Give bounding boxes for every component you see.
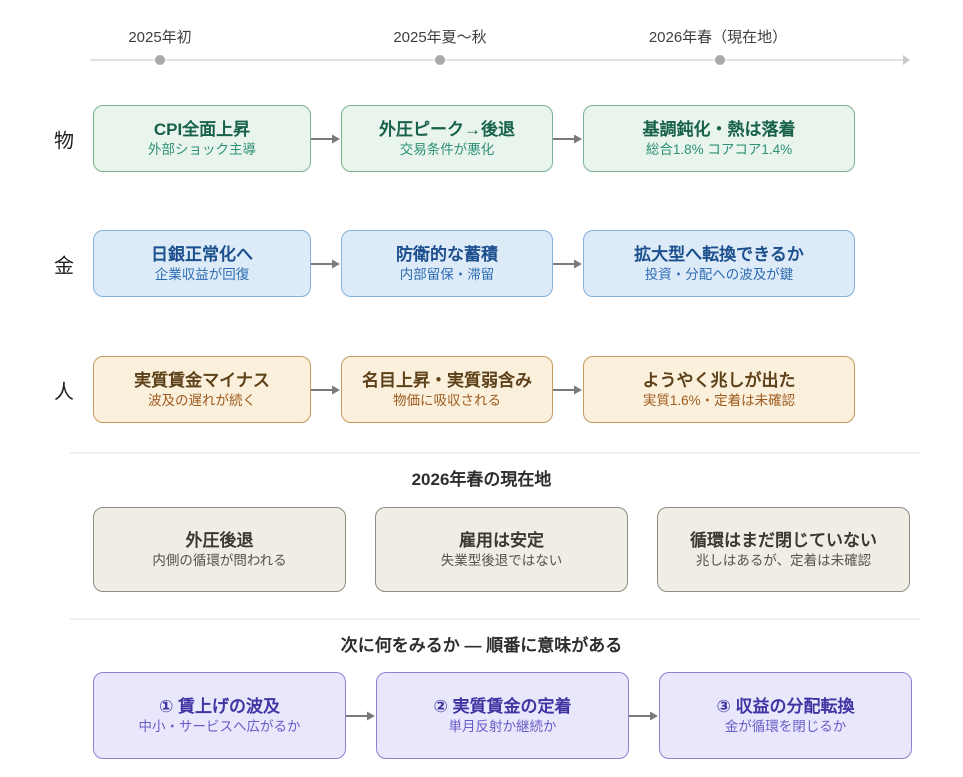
row-label-money: 金 (54, 255, 74, 277)
timeline-dot (435, 55, 445, 65)
flow-box-subtitle: 内部留保・滞留 (399, 267, 495, 283)
flow-box-money-1: 日銀正常化へ 企業収益が回復 (93, 230, 311, 297)
flow-box-prices-1: CPI全面上昇 外部ショック主導 (93, 105, 311, 172)
timeline-dot (155, 55, 165, 65)
arrow-right-icon (553, 384, 583, 396)
current-state-heading: 2026年春の現在地 (411, 470, 552, 489)
timeline-axis (90, 59, 903, 61)
card-subtitle: 失業型後退ではない (440, 553, 563, 569)
section-divider (70, 452, 920, 454)
card-subtitle: 兆しはあるが、定着は未確認 (695, 553, 872, 569)
next-watch-cards: ① 賃上げの波及 中小・サービスへ広がるか ② 実質賃金の定着 単月反射か継続か… (93, 672, 963, 759)
card-subtitle: 金が循環を閉じるか (724, 719, 847, 735)
flow-box-subtitle: 投資・分配への波及が鍵 (644, 267, 794, 283)
arrow-right-icon (311, 384, 341, 396)
flow-box-title: ようやく兆しが出た (642, 370, 796, 390)
card-subtitle: 中小・サービスへ広がるか (138, 719, 301, 735)
flow-box-money-2: 防衛的な蓄積 内部留保・滞留 (341, 230, 553, 297)
arrow-right-icon (553, 258, 583, 270)
flow-box-people-3: ようやく兆しが出た 実質1.6%・定着は未確認 (583, 356, 855, 423)
card-title: 外圧後退 (185, 530, 254, 550)
flow-box-title: 日銀正常化へ (151, 244, 253, 264)
timeline-label-2026-spring: 2026年春（現在地） (648, 29, 788, 46)
arrow-right-icon (311, 258, 341, 270)
flow-box-subtitle: 総合1.8% コアコア1.4% (645, 142, 793, 158)
flow-row-money: 金 日銀正常化へ 企業収益が回復 防衛的な蓄積 内部留保・滞留 拡大型へ転換でき… (54, 230, 963, 297)
card-title: 雇用は安定 (459, 530, 544, 550)
next-watch-card-3: ③ 収益の分配転換 金が循環を閉じるか (659, 672, 912, 759)
flow-box-title: CPI全面上昇 (153, 119, 251, 139)
timeline-label-2025-summer-fall: 2025年夏～秋 (393, 29, 487, 46)
arrow-right-icon (311, 133, 341, 145)
flow-box-people-2: 名目上昇・実質弱含み 物価に吸収される (341, 356, 553, 423)
flow-box-title: 外圧ピーク→後退 (379, 119, 515, 139)
flow-box-prices-3: 基調鈍化・熱は落着 総合1.8% コアコア1.4% (583, 105, 855, 172)
flow-box-title: 拡大型へ転換できるか (634, 244, 804, 264)
flow-box-money-3: 拡大型へ転換できるか 投資・分配への波及が鍵 (583, 230, 855, 297)
arrow-right-icon (629, 710, 659, 722)
flow-box-title: 防衛的な蓄積 (396, 244, 498, 264)
card-subtitle: 単月反射か継続か (448, 719, 557, 735)
current-state-card-3: 循環はまだ閉じていない 兆しはあるが、定着は未確認 (657, 507, 910, 592)
current-state-card-2: 雇用は安定 失業型後退ではない (375, 507, 628, 592)
flow-box-people-1: 実質賃金マイナス 波及の遅れが続く (93, 356, 311, 423)
next-watch-card-1: ① 賃上げの波及 中小・サービスへ広がるか (93, 672, 346, 759)
flow-box-subtitle: 企業収益が回復 (154, 267, 250, 283)
flow-box-title: 名目上昇・実質弱含み (362, 370, 532, 390)
arrow-right-icon (553, 133, 583, 145)
arrow-right-icon (346, 710, 376, 722)
row-label-people: 人 (54, 381, 74, 403)
timeline-label-2025-start: 2025年初 (128, 29, 192, 46)
row-label-prices: 物 (54, 130, 74, 152)
next-watch-heading: 次に何をみるか — 順番に意味がある (340, 636, 623, 655)
timeline-dot (715, 55, 725, 65)
flow-box-title: 基調鈍化・熱は落着 (642, 119, 796, 139)
flow-box-title: 実質賃金マイナス (134, 370, 270, 390)
flow-box-prices-2: 外圧ピーク→後退 交易条件が悪化 (341, 105, 553, 172)
card-title: ② 実質賃金の定着 (433, 696, 572, 716)
card-subtitle: 内側の循環が問われる (152, 553, 287, 569)
flow-box-subtitle: 物価に吸収される (393, 393, 501, 409)
flow-row-prices: 物 CPI全面上昇 外部ショック主導 外圧ピーク→後退 交易条件が悪化 基調鈍化… (54, 105, 963, 172)
flow-row-people: 人 実質賃金マイナス 波及の遅れが続く 名目上昇・実質弱含み 物価に吸収される … (54, 356, 963, 423)
card-title: ① 賃上げの波及 (158, 696, 281, 716)
current-state-cards: 外圧後退 内側の循環が問われる 雇用は安定 失業型後退ではない 循環はまだ閉じて… (93, 507, 963, 592)
timeline: 2025年初 2025年夏～秋 2026年春（現在地） (0, 0, 963, 70)
next-watch-card-2: ② 実質賃金の定着 単月反射か継続か (376, 672, 629, 759)
flow-box-subtitle: 外部ショック主導 (148, 142, 256, 158)
flow-box-subtitle: 交易条件が悪化 (399, 142, 495, 158)
flow-box-subtitle: 波及の遅れが続く (148, 393, 256, 409)
current-state-card-1: 外圧後退 内側の循環が問われる (93, 507, 346, 592)
card-title: ③ 収益の分配転換 (716, 696, 855, 716)
section-divider (70, 618, 920, 620)
flow-box-subtitle: 実質1.6%・定着は未確認 (642, 393, 796, 409)
card-title: 循環はまだ閉じていない (690, 530, 877, 550)
timeline-arrowhead-icon (903, 55, 910, 65)
